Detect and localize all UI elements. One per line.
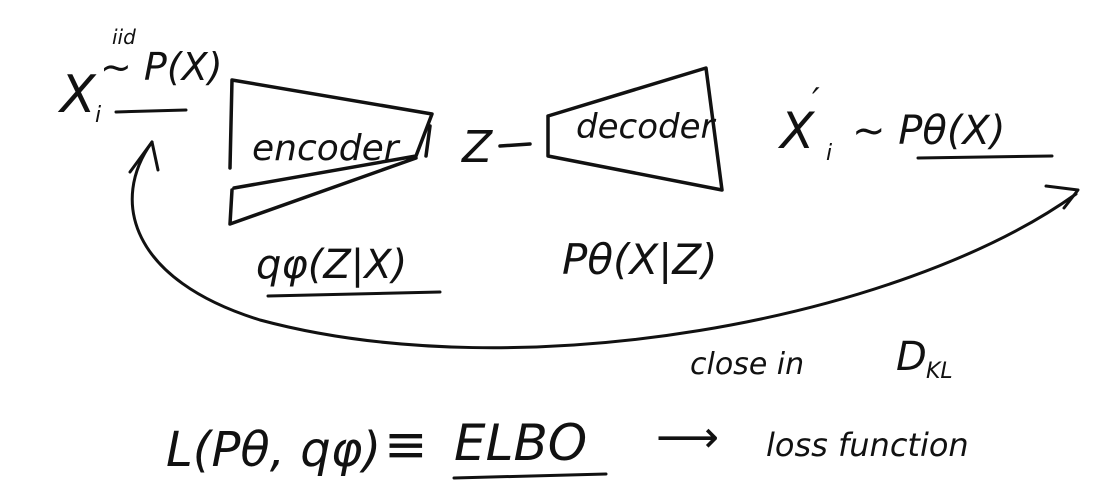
objective-group: L(Pθ, qφ) ≡ ELBO ⟶ loss function	[166, 412, 969, 480]
input-dist: ~ P(X)	[100, 45, 223, 89]
objective-rhs-underline	[452, 472, 608, 480]
latent-link-right	[498, 142, 532, 148]
output-var: X	[777, 102, 816, 160]
latent-link-left	[424, 124, 432, 158]
encoder-block: encoder qφ(Z|X)	[228, 78, 442, 298]
decoder-label: decoder	[576, 107, 716, 147]
input-iid: iid	[112, 25, 136, 49]
feedback-measure: D	[896, 334, 927, 380]
feedback-note: close in D KL	[690, 334, 953, 384]
objective-arrow: ⟶	[656, 412, 719, 463]
objective-rhs: ELBO	[454, 414, 587, 472]
objective-note: loss function	[766, 426, 969, 464]
latent-label: Z	[461, 122, 493, 173]
encoder-dist-underline	[266, 290, 442, 298]
output-prime: ′	[812, 81, 820, 121]
feedback-curve	[130, 140, 1078, 350]
feedback-arrowhead-left	[128, 140, 160, 174]
latent-group: Z	[424, 122, 532, 173]
input-sub: i	[95, 103, 101, 128]
encoder-dist: qφ(Z|X)	[256, 242, 407, 288]
feedback-note-text: close in	[690, 347, 804, 382]
decoder-shape	[546, 66, 724, 192]
encoder-shape	[228, 78, 434, 226]
decoder-block: decoder Pθ(X|Z)	[546, 66, 724, 284]
feedback-arrow	[128, 140, 1080, 350]
input-group: X i iid ~ P(X)	[57, 25, 223, 128]
input-var: X	[57, 65, 97, 125]
decoder-dist: Pθ(X|Z)	[562, 235, 718, 284]
feedback-measure-sub: KL	[926, 359, 953, 384]
input-underline	[114, 108, 188, 114]
output-underline	[916, 154, 1054, 160]
encoder-label: encoder	[252, 128, 401, 169]
objective-equiv: ≡	[384, 415, 428, 475]
feedback-arrowhead-right	[1044, 184, 1080, 210]
objective-lhs: L(Pθ, qφ)	[166, 422, 381, 478]
output-dist: ~ Pθ(X)	[852, 108, 1005, 154]
output-sub: i	[826, 141, 832, 166]
output-group: X ′ i ~ Pθ(X)	[777, 81, 1054, 166]
